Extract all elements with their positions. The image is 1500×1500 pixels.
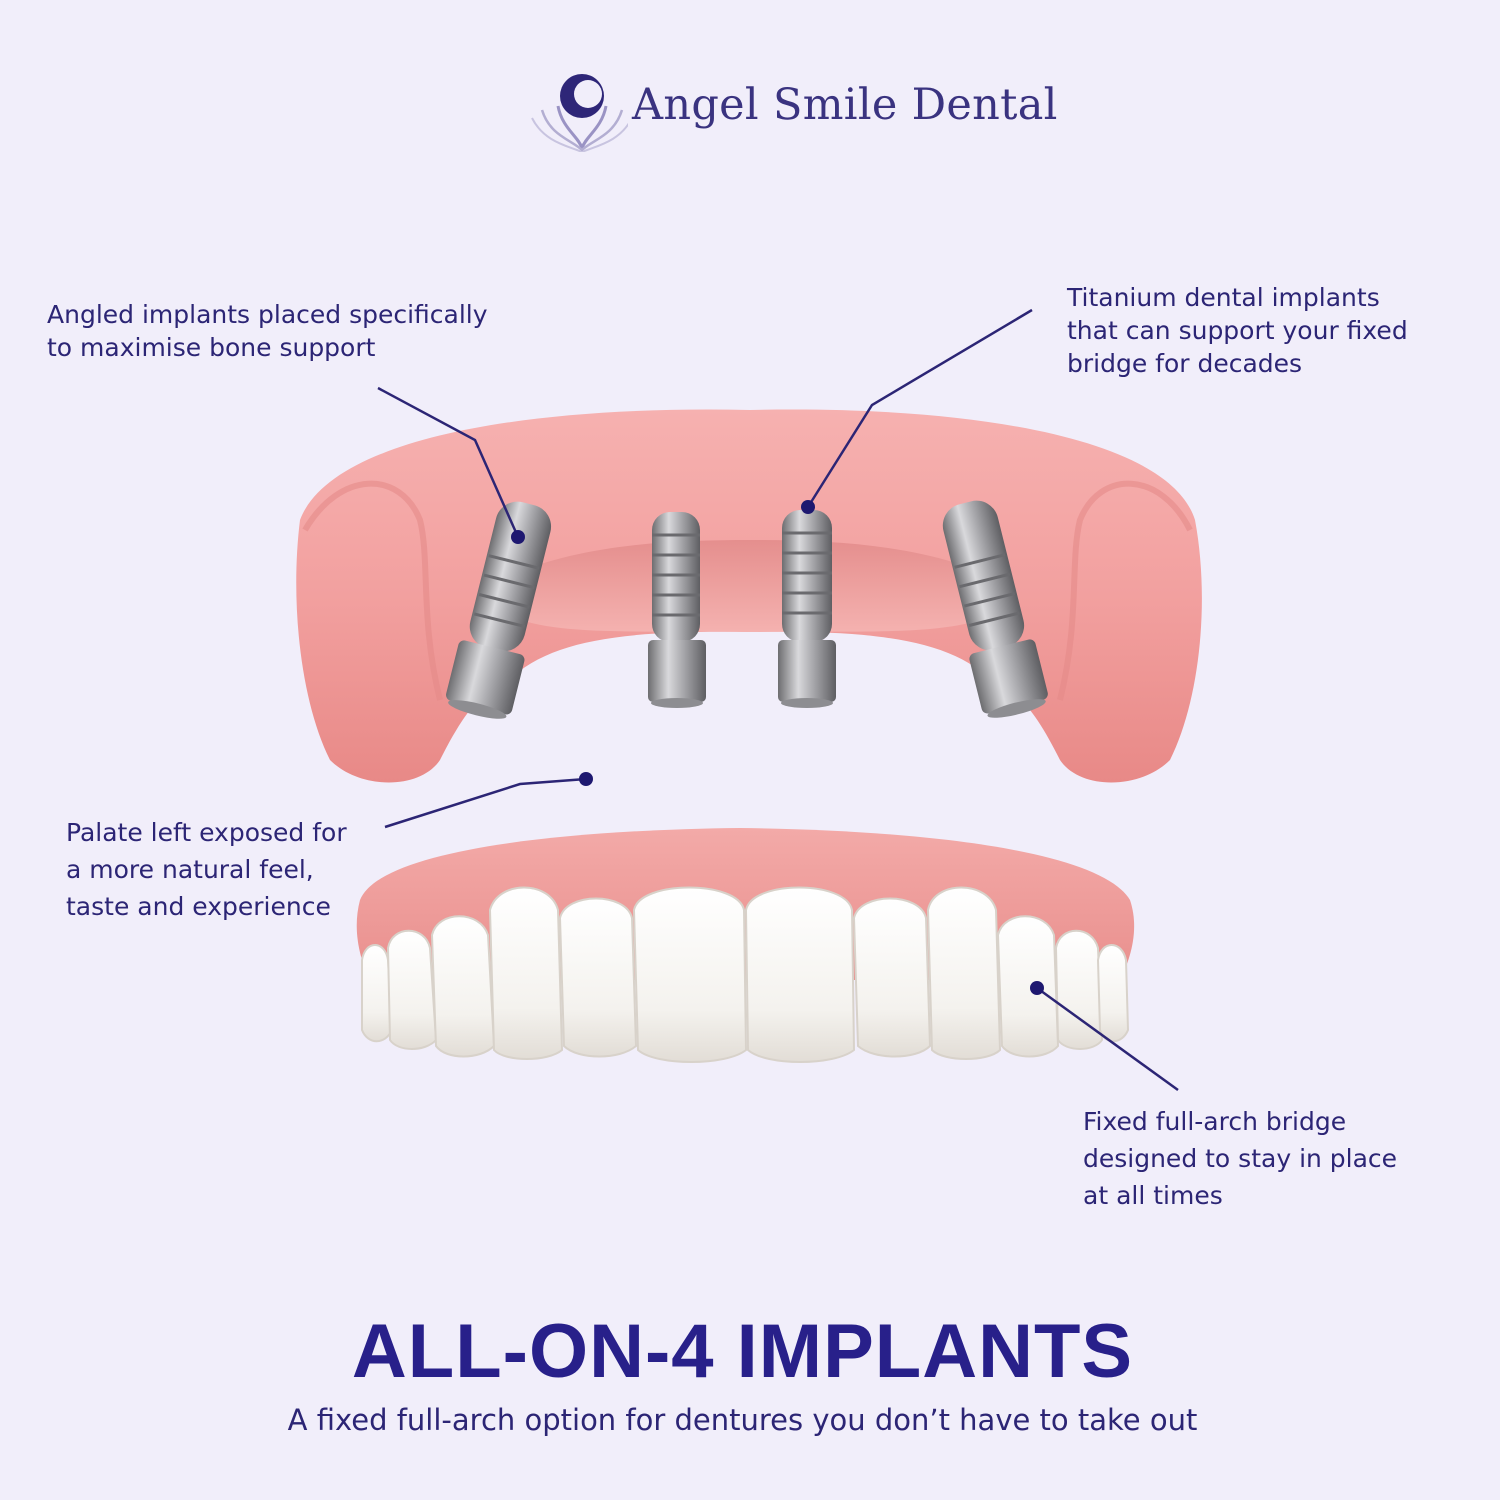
tooth: [852, 897, 932, 1058]
page-title: ALL-ON-4 IMPLANTS: [351, 1309, 1134, 1394]
leader-bridge: [1036, 986, 1179, 1092]
implant-right-angled: [942, 500, 1048, 718]
leader-dots: [511, 500, 1044, 995]
tooth: [430, 915, 496, 1058]
implant-left-angled: [446, 501, 552, 719]
brand-name: Angel Smile Dental: [632, 80, 1058, 130]
callout-angled-implants: Angled implants placed specifically to m…: [47, 300, 488, 362]
callout-palate: Palate left exposed for a more natural f…: [66, 818, 347, 921]
tooth: [488, 886, 564, 1060]
angel-hands-logo-icon: [531, 74, 628, 152]
leader-angled-implants: [377, 386, 520, 538]
tooth: [926, 886, 1002, 1060]
brand-logo: Angel Smile Dental: [520, 62, 1057, 154]
tooth: [744, 886, 856, 1063]
tooth: [386, 929, 438, 1050]
tooth: [1096, 944, 1130, 1043]
implant-center-left: [648, 512, 706, 708]
tooth: [996, 915, 1060, 1058]
tooth: [632, 886, 748, 1063]
implant-center-right: [778, 510, 836, 708]
callout-titanium-implants: Titanium dental implants that can suppor…: [1067, 283, 1408, 378]
leader-palate: [384, 777, 587, 829]
leader-lines: [377, 308, 1179, 1092]
full-arch-bridge: [356, 828, 1135, 1063]
upper-gum-arch: [296, 409, 1202, 783]
callout-bridge: Fixed full-arch bridge designed to stay …: [1083, 1107, 1398, 1210]
leader-titanium-implants: [806, 308, 1033, 508]
tooth: [558, 897, 638, 1058]
page-subtitle: A fixed full-arch option for dentures yo…: [287, 1403, 1198, 1437]
